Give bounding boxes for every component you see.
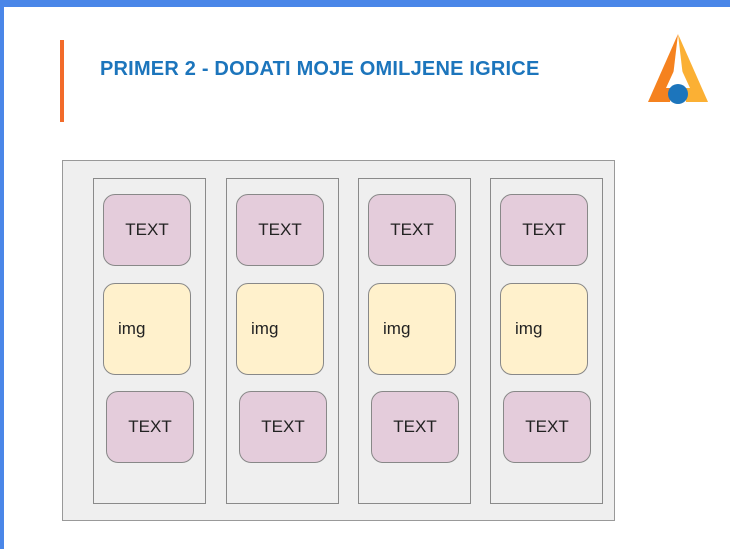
game-title-box: TEXT [236, 194, 324, 266]
game-column: TEXT img TEXT [490, 178, 603, 504]
game-description-box: TEXT [106, 391, 194, 463]
game-image-box: img [500, 283, 588, 375]
game-description-box: TEXT [371, 391, 459, 463]
game-column: TEXT img TEXT [226, 178, 339, 504]
game-description-box: TEXT [239, 391, 327, 463]
game-image-box: img [103, 283, 191, 375]
page-title: PRIMER 2 - DODATI MOJE OMILJENE IGRICE [100, 58, 540, 80]
game-column: TEXT img TEXT [93, 178, 206, 504]
game-title-box: TEXT [368, 194, 456, 266]
game-title-box: TEXT [500, 194, 588, 266]
game-column: TEXT img TEXT [358, 178, 471, 504]
game-description-box: TEXT [503, 391, 591, 463]
game-title-box: TEXT [103, 194, 191, 266]
game-image-box: img [368, 283, 456, 375]
games-container: TEXT img TEXT TEXT img TEXT TEXT img TEX… [62, 160, 615, 521]
game-image-box: img [236, 283, 324, 375]
triangle-logo-icon [648, 34, 708, 104]
accent-bar [60, 40, 64, 122]
